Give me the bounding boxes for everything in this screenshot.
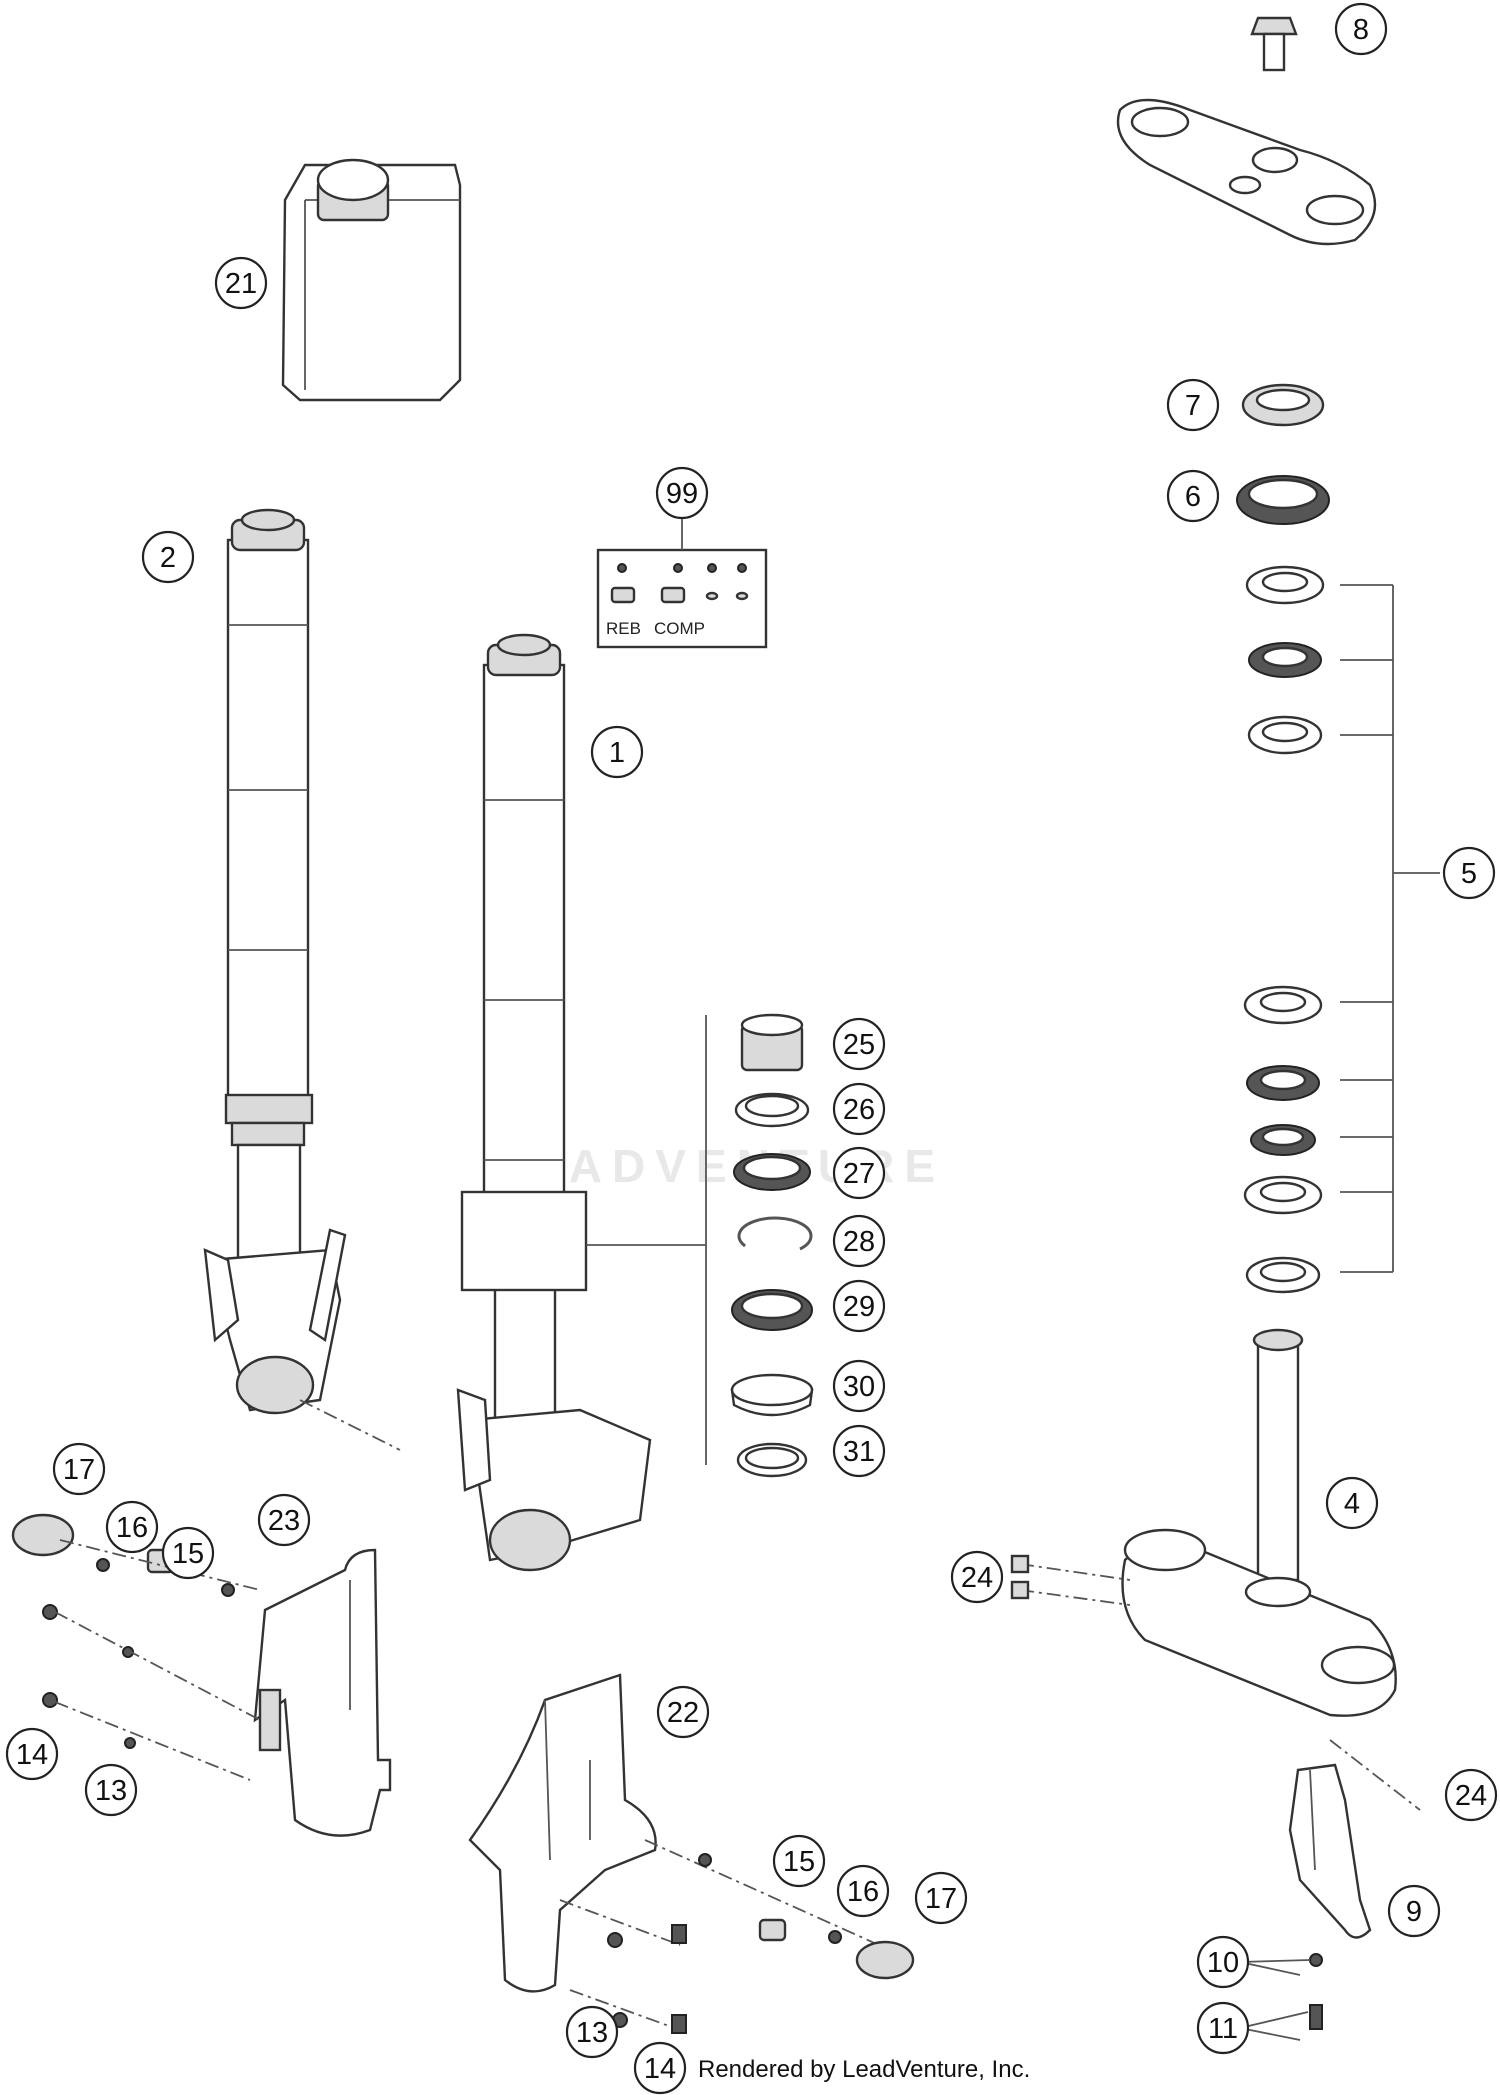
callout-31: 31 — [832, 1424, 886, 1478]
callout-number: 17 — [925, 1883, 957, 1915]
callout-number: 11 — [1208, 2013, 1238, 2045]
callout-number: 26 — [843, 1094, 875, 1126]
callout-11: 11 — [1196, 2001, 1250, 2055]
callout-30: 30 — [832, 1359, 886, 1413]
callout-21: 21 — [214, 256, 268, 310]
callout-number: 27 — [843, 1158, 875, 1190]
fork-leg-part-1 — [456, 633, 652, 1572]
kit-label-comp: COMP — [654, 619, 705, 638]
callout-number: 23 — [268, 1505, 300, 1537]
fork-leg-part-2 — [203, 508, 401, 1451]
callout-number: 29 — [843, 1291, 875, 1323]
upper-triple-clamp — [1116, 98, 1377, 246]
seal-parts-25-31 — [730, 1013, 814, 1478]
callout-7: 7 — [1166, 378, 1220, 432]
callout-number: 21 — [225, 268, 257, 300]
callout-2: 2 — [141, 530, 195, 584]
callout-number: 14 — [16, 1739, 48, 1771]
callout-number: 5 — [1461, 858, 1477, 890]
bearing-ring-part-6 — [1236, 475, 1330, 525]
bracket-part-9 — [1288, 1763, 1372, 2030]
callout-16a: 16 — [105, 1500, 159, 1554]
callout-14b: 14 — [633, 2041, 687, 2095]
callout-24b: 24 — [1444, 1768, 1498, 1822]
seal-kit-leaders — [586, 1015, 707, 1465]
fork-guard-part-22 — [468, 1673, 657, 1993]
callout-number: 8 — [1353, 14, 1369, 46]
leaders-10-11 — [1239, 1959, 1311, 2041]
callout-number: 99 — [666, 478, 698, 510]
callout-6: 6 — [1166, 469, 1220, 523]
callout-25: 25 — [832, 1017, 886, 1071]
callout-number: 6 — [1185, 481, 1201, 513]
callout-number: 9 — [1406, 1896, 1422, 1928]
callout-number: 14 — [644, 2053, 676, 2085]
callout-9: 9 — [1387, 1884, 1441, 1938]
callout-13a: 13 — [84, 1763, 138, 1817]
callout-number: 2 — [160, 542, 176, 574]
callout-8: 8 — [1334, 2, 1388, 56]
callout-15a: 15 — [161, 1526, 215, 1580]
callout-22: 22 — [656, 1685, 710, 1739]
callout-28: 28 — [832, 1214, 886, 1268]
callout-1: 1 — [590, 725, 644, 779]
callout-27: 27 — [832, 1146, 886, 1200]
adjuster-kit-part-99: REB COMP — [596, 515, 768, 649]
callout-number: 10 — [1207, 1947, 1239, 1979]
bearing-set-part-5 — [1243, 565, 1440, 1294]
callout-14a: 14 — [5, 1727, 59, 1781]
callout-23: 23 — [257, 1493, 311, 1547]
callout-number: 1 — [609, 737, 625, 769]
callout-15b: 15 — [772, 1834, 826, 1888]
callout-number: 7 — [1185, 390, 1201, 422]
callout-number: 24 — [961, 1562, 993, 1594]
callout-number: 16 — [116, 1512, 148, 1544]
callout-29: 29 — [832, 1279, 886, 1333]
callout-26: 26 — [832, 1082, 886, 1136]
kit-label-reb: REB — [606, 619, 641, 638]
callout-5: 5 — [1442, 846, 1496, 900]
callout-17a: 17 — [52, 1442, 106, 1496]
callout-number: 30 — [843, 1371, 875, 1403]
oil-can-part-21 — [281, 158, 462, 402]
credit-text: Rendered by LeadVenture, Inc. — [698, 2056, 1030, 2083]
callout-24a: 24 — [950, 1550, 1004, 1604]
callout-number: 28 — [843, 1226, 875, 1258]
callout-number: 4 — [1344, 1488, 1360, 1520]
callout-number: 17 — [63, 1454, 95, 1486]
callout-number: 15 — [783, 1846, 815, 1878]
callout-number: 22 — [667, 1697, 699, 1729]
callout-number: 31 — [843, 1436, 875, 1468]
callout-number: 24 — [1455, 1780, 1487, 1812]
callout-10: 10 — [1196, 1935, 1250, 1989]
callout-number: 13 — [576, 2017, 608, 2049]
steering-stem-part-4 — [1010, 1328, 1421, 1811]
guard-hardware-right — [559, 1839, 915, 2034]
callout-4: 4 — [1325, 1476, 1379, 1530]
bolt-part-8 — [1250, 16, 1298, 72]
callout-number: 15 — [172, 1538, 204, 1570]
bearing-ring-part-7 — [1241, 383, 1325, 427]
fork-guard-part-23 — [253, 1548, 392, 1837]
callout-13b: 13 — [565, 2005, 619, 2059]
callout-number: 25 — [843, 1029, 875, 1061]
callout-number: 13 — [95, 1775, 127, 1807]
callout-16b: 16 — [836, 1864, 890, 1918]
callout-number: 16 — [847, 1876, 879, 1908]
callouts: 8 21 7 6 99 2 1 5 25 26 27 28 29 30 31 1… — [5, 2, 1498, 2095]
callout-99: 99 — [655, 466, 709, 520]
callout-17b: 17 — [914, 1871, 968, 1925]
